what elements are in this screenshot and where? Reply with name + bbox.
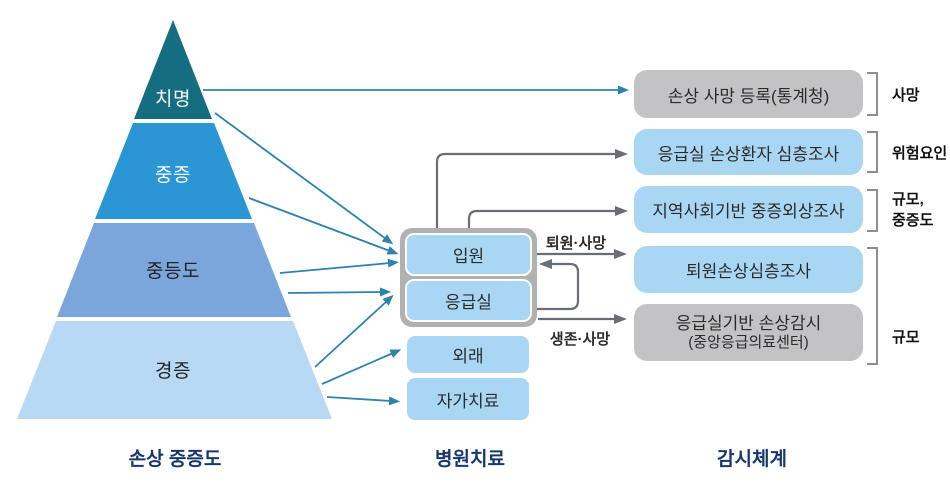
bracket-label-scale: 규모 [892, 329, 920, 346]
caption-injury-severity: 손상 중증도 [128, 449, 222, 470]
caption-surveillance-system: 감시체계 [717, 449, 787, 470]
er-box: 응급실 [405, 279, 532, 322]
bracket-label-risk-factor: 위험요인 [892, 145, 948, 162]
death-registry-box: 손상 사망 등록(통계청) [634, 70, 863, 118]
bracket-death [867, 72, 878, 116]
admission-box: 입원 [405, 233, 532, 276]
arrow-mild-to-selfcare [326, 396, 400, 406]
bracket-scale [867, 247, 878, 365]
survival-death-label: 생존·사망 [549, 331, 611, 348]
er-injury-indepth-survey-box: 응급실 손상환자 심층조사 [634, 129, 863, 175]
discharge-injury-survey-box: 퇴원손상심층조사 [634, 246, 863, 293]
arrow-mild-to-er [314, 294, 394, 368]
bracket-label-severity-line: 중증도 [892, 212, 934, 229]
caption-hospital-treatment: 병원치료 [435, 449, 505, 470]
arrow-moderate-to-admission [279, 258, 399, 274]
er-based-surveillance-sublabel: (중앙응급의료센터) [688, 333, 809, 351]
arrow-severe-to-admission [248, 197, 399, 255]
connector-admission-to-er-indepth-survey [435, 149, 628, 228]
pyramid-label-severe: 중증 [155, 165, 191, 186]
outpatient-box: 외래 [407, 336, 529, 373]
selfcare-box: 자가치료 [407, 378, 529, 420]
er-based-surveillance-label: 응급실기반 손상감시 [675, 313, 822, 333]
pyramid-label-moderate: 중등도 [146, 261, 200, 282]
pyramid-level-fatal [134, 20, 212, 119]
connector-er-to-admission-loop [533, 259, 580, 311]
pyramid-level-mild [17, 321, 332, 419]
arrow-fatal-to-admission [214, 112, 394, 245]
bracket-risk-factor [867, 131, 878, 173]
pyramid-label-fatal: 치명 [155, 89, 191, 110]
er-based-surveillance-box: 응급실기반 손상감시 (중앙응급의료센터) [634, 304, 863, 361]
bracket-label-scale-line: 규모, [892, 191, 924, 208]
bracket-label-scale-severity: 규모, 중증도 [892, 189, 933, 231]
bracket-label-death: 사망 [892, 87, 920, 104]
pyramid-level-moderate [57, 223, 291, 317]
arrow-moderate-to-er [287, 287, 391, 297]
bracket-scale-severity [867, 189, 878, 232]
arrow-mild-to-outpatient [321, 349, 402, 385]
admission-er-group: 입원 응급실 [400, 228, 537, 327]
connector-admission-to-community-trauma-survey [467, 206, 628, 228]
pyramid-label-mild: 경증 [155, 361, 191, 382]
discharge-death-label: 퇴원·사망 [545, 235, 607, 252]
pyramid-level-severe [95, 123, 252, 219]
community-trauma-survey-box: 지역사회기반 중증외상조사 [634, 186, 863, 233]
